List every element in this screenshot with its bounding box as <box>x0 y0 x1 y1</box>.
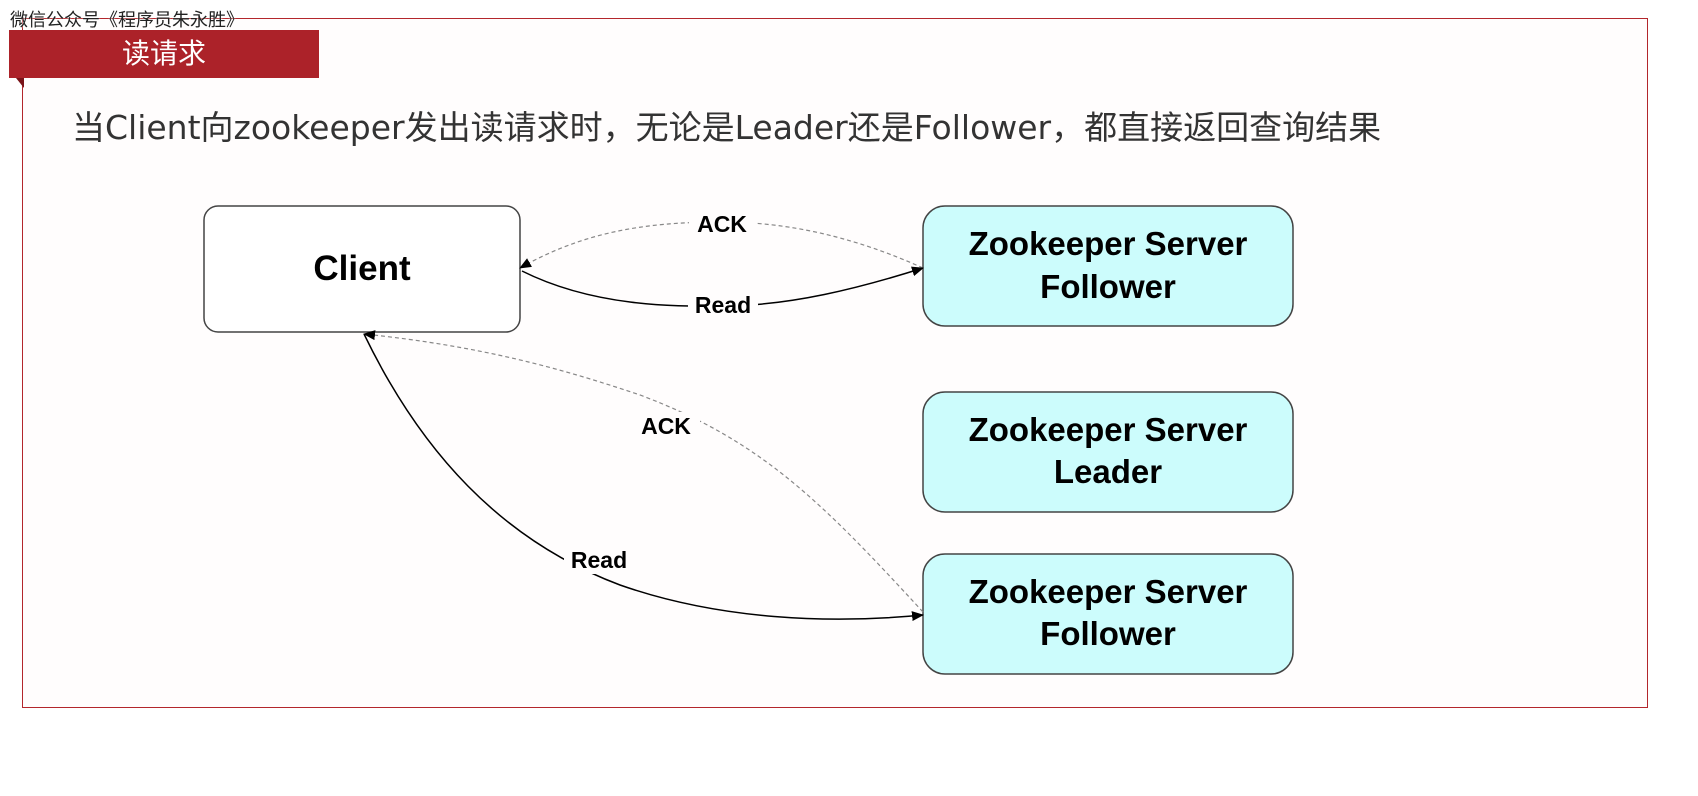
section-tab-fold <box>16 78 24 88</box>
edge-ack-bottom-label: ACK <box>641 413 691 439</box>
server-follower-top-node: Zookeeper Server Follower <box>922 205 1294 327</box>
client-node: Client <box>203 205 521 333</box>
edge-read-bottom <box>363 333 924 622</box>
edge-ack-bottom <box>363 330 924 613</box>
server-mid-line2: Leader <box>1054 453 1162 490</box>
server-leader-node: Zookeeper Server Leader <box>922 391 1294 513</box>
slide-heading: 当Client向zookeeper发出读请求时，无论是Leader还是Follo… <box>72 108 1382 147</box>
client-label: Client <box>313 249 411 288</box>
edge-ack-bottom-label-bg <box>634 412 700 440</box>
edge-ack-top-label: ACK <box>697 211 747 237</box>
server-top-line1: Zookeeper Server <box>969 225 1248 262</box>
edge-read-top-label: Read <box>695 292 751 318</box>
watermark-text: 微信公众号《程序员朱永胜》 <box>10 10 244 31</box>
server-follower-bottom-node: Zookeeper Server Follower <box>922 553 1294 675</box>
section-title-tab: 读请求 <box>9 30 319 78</box>
server-top-line2: Follower <box>1040 268 1176 305</box>
edge-read-bottom-label-bg <box>564 546 634 574</box>
server-bot-line1: Zookeeper Server <box>969 573 1248 610</box>
edge-ack-top-label-bg <box>689 208 755 236</box>
server-mid-line1: Zookeeper Server <box>969 411 1248 448</box>
server-bot-line2: Follower <box>1040 615 1176 652</box>
edge-read-top-label-bg <box>688 291 758 319</box>
edge-ack-top <box>519 221 924 269</box>
slide-frame <box>22 18 1648 708</box>
edge-read-bottom-label: Read <box>571 547 627 573</box>
